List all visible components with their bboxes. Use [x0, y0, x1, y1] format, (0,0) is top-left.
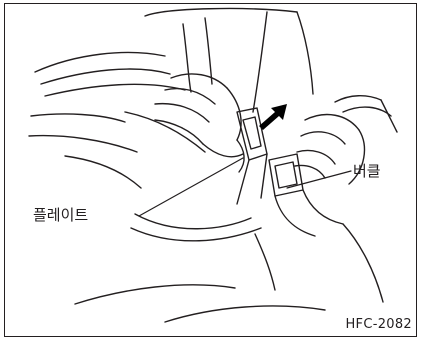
left-hand [155, 74, 244, 172]
occupant-body [29, 53, 205, 188]
plate-label: 플레이트 [33, 206, 88, 224]
occupant-lap [75, 214, 325, 322]
insert-arrow-icon [259, 104, 287, 130]
illustration-frame: 플레이트 버클 HFC-2082 [4, 3, 417, 337]
right-hand [295, 96, 397, 184]
buckle-label: 버클 [353, 162, 381, 180]
figure-code: HFC-2082 [345, 317, 412, 332]
plate-leader-line [139, 158, 243, 216]
seat-back [145, 9, 313, 112]
